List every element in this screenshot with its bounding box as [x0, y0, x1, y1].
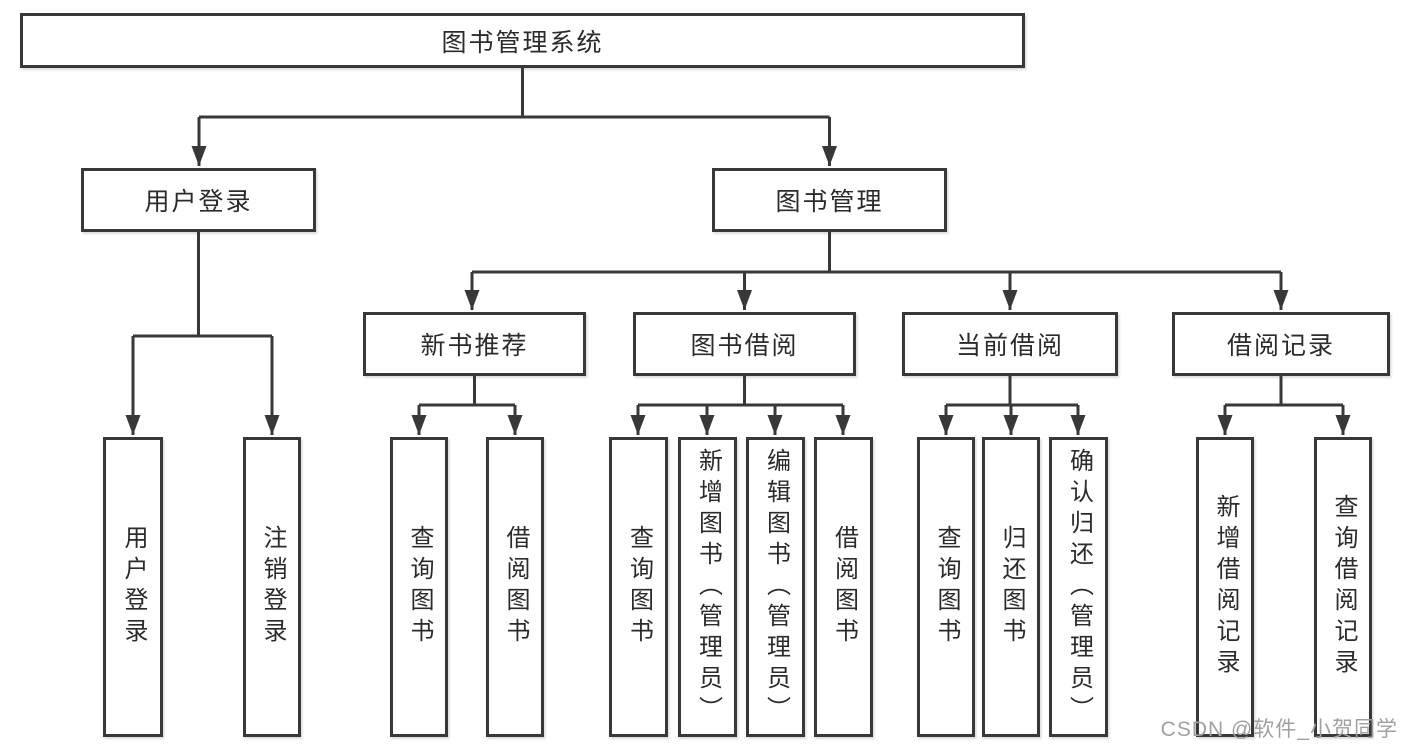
- node-book-management-label: 图书管理: [775, 188, 884, 216]
- leaf-add-borrow-record: 新增借阅记录: [1196, 437, 1254, 737]
- leaf-add-borrow-record-label: 新增借阅记录: [1212, 494, 1239, 680]
- leaf-edit-book-admin-label: 编辑图书（管理员）: [762, 447, 790, 727]
- node-user-login: 用户登录: [81, 168, 316, 232]
- leaf-user-login-label: 用户登录: [120, 525, 147, 649]
- csdn-watermark: CSDN @软件_小贺同学: [1160, 718, 1398, 741]
- node-new-book-recommend-label: 新书推荐: [420, 332, 529, 360]
- leaf-query-books-current: 查询图书: [917, 437, 975, 737]
- leaf-borrow-books-recommend: 借阅图书: [486, 437, 544, 737]
- node-borrowing-records-label: 借阅记录: [1226, 332, 1335, 360]
- leaf-logout-label: 注销登录: [259, 525, 286, 649]
- node-root-system: 图书管理系统: [20, 13, 1025, 68]
- leaf-user-login: 用户登录: [103, 437, 163, 737]
- leaf-add-book-admin-label: 新增图书（管理员）: [694, 447, 722, 727]
- leaf-borrow-books: 借阅图书: [814, 437, 873, 737]
- leaf-borrow-books-label: 借阅图书: [830, 525, 858, 649]
- node-user-login-label: 用户登录: [144, 188, 253, 216]
- leaf-confirm-return-admin-label: 确认归还（管理员）: [1065, 447, 1093, 727]
- node-root-label: 图书管理系统: [441, 28, 604, 57]
- leaf-query-books-current-label: 查询图书: [933, 525, 960, 649]
- leaf-query-borrow-record-label: 查询借阅记录: [1330, 494, 1357, 680]
- leaf-add-book-admin: 新增图书（管理员）: [678, 437, 737, 737]
- node-new-book-recommend: 新书推荐: [363, 312, 586, 376]
- leaf-confirm-return-admin: 确认归还（管理员）: [1049, 437, 1108, 737]
- node-borrowing-records: 借阅记录: [1172, 312, 1390, 376]
- node-current-borrowing: 当前借阅: [902, 312, 1118, 376]
- leaf-query-borrow-record: 查询借阅记录: [1314, 437, 1372, 737]
- leaf-return-book-label: 归还图书: [998, 525, 1025, 649]
- leaf-borrow-books-recommend-label: 借阅图书: [502, 525, 529, 649]
- leaf-query-books-recommend: 查询图书: [390, 437, 448, 737]
- node-book-borrowing-label: 图书借阅: [690, 332, 799, 360]
- leaf-query-books-borrowing-label: 查询图书: [625, 525, 653, 649]
- node-current-borrowing-label: 当前借阅: [955, 332, 1064, 360]
- leaf-edit-book-admin: 编辑图书（管理员）: [746, 437, 805, 737]
- node-book-management: 图书管理: [712, 168, 947, 232]
- leaf-query-books-borrowing: 查询图书: [609, 437, 668, 737]
- leaf-logout: 注销登录: [243, 437, 301, 737]
- node-book-borrowing: 图书借阅: [633, 312, 856, 376]
- leaf-return-book: 归还图书: [982, 437, 1040, 737]
- leaf-query-books-recommend-label: 查询图书: [406, 525, 433, 649]
